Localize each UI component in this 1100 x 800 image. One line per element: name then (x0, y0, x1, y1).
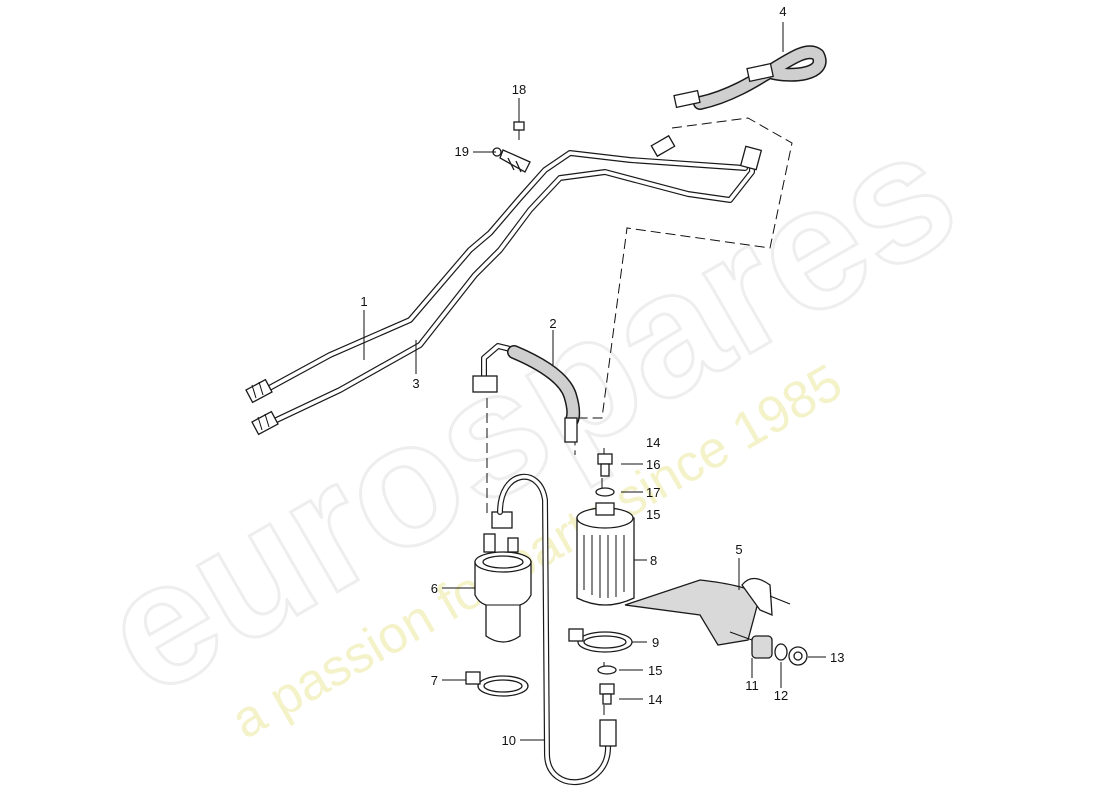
callout-14-upper: 14 (646, 435, 660, 450)
banjo-bolt-14-lower (599, 683, 615, 705)
pressure-damper-6 (474, 511, 532, 643)
banjo-bolt-16 (597, 453, 613, 477)
fuel-filter-8 (576, 502, 635, 606)
callout-12: 12 (774, 688, 788, 703)
callout-13: 13 (830, 650, 844, 665)
callout-leaders (363, 22, 826, 741)
callout-7: 7 (431, 673, 438, 688)
bracket-5 (624, 577, 791, 646)
washer-17 (595, 487, 615, 497)
nut-13 (788, 646, 808, 666)
hose-clamp-9 (568, 628, 633, 653)
hose-clamp-7 (465, 671, 529, 697)
callout-10: 10 (502, 733, 516, 748)
callout-16: 16 (646, 457, 660, 472)
callout-19: 19 (455, 144, 469, 159)
callout-15-lower: 15 (648, 663, 662, 678)
callout-4: 4 (779, 4, 786, 19)
fuel-line-10 (497, 473, 617, 786)
washer-12 (774, 643, 788, 661)
rubber-mount-11 (751, 635, 773, 659)
callout-8: 8 (650, 553, 657, 568)
callout-11: 11 (745, 678, 759, 693)
line-end-fittings (245, 134, 763, 436)
hose-2 (472, 343, 581, 443)
callout-14-lower: 14 (648, 692, 662, 707)
fuel-line-1 (259, 150, 748, 395)
callout-5: 5 (735, 542, 742, 557)
hose-4 (673, 45, 827, 110)
callout-1: 1 (360, 294, 367, 309)
callout-18: 18 (512, 82, 526, 97)
washer-15-lower (597, 665, 617, 675)
callout-2: 2 (549, 316, 556, 331)
fuel-line-3 (265, 155, 755, 427)
callout-3: 3 (412, 376, 419, 391)
callout-labels: 4 18 19 1 3 2 14 16 17 15 8 6 5 9 15 14 … (360, 4, 844, 748)
screw-18 (513, 121, 525, 140)
callout-6: 6 (431, 581, 438, 596)
callout-9: 9 (652, 635, 659, 650)
pipe-clip-19 (492, 147, 531, 173)
callout-17: 17 (646, 485, 660, 500)
callout-15-upper: 15 (646, 507, 660, 522)
